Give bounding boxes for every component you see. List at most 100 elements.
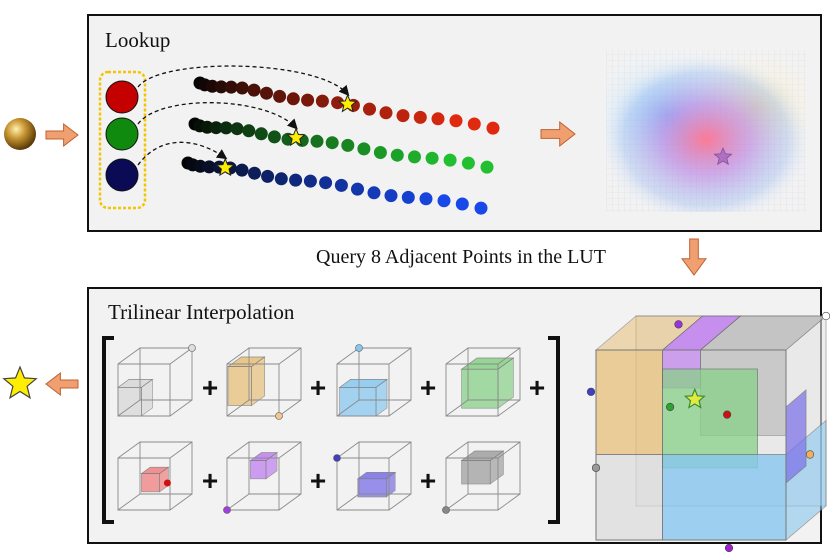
plus-sign: + (420, 372, 436, 403)
corner-dot (722, 410, 732, 419)
violet-side (785, 389, 807, 484)
lut-dot (267, 130, 281, 144)
cube-darkgray-corner (442, 441, 521, 514)
cube-edge (497, 493, 521, 511)
cube-edge (226, 347, 250, 365)
plus-sign: + (420, 465, 436, 496)
corner-dot (805, 450, 815, 459)
lut-dot (319, 176, 333, 190)
lut-dot (230, 122, 244, 136)
lut-dot (431, 112, 445, 126)
cube-purple-corner (223, 441, 302, 514)
cube-edge (497, 399, 521, 417)
lut-dot (357, 142, 371, 156)
lut-dot (443, 153, 457, 167)
cube-edge (278, 347, 302, 365)
cube-edge (336, 441, 360, 459)
blue-front (662, 454, 787, 541)
corner-dot (223, 506, 231, 514)
lut-cloud-core (606, 50, 806, 212)
lut-dot (467, 117, 481, 131)
sub-cube-front (461, 368, 499, 409)
lut-dot (455, 197, 469, 211)
combined-cube (586, 311, 830, 553)
lut-dot (289, 173, 303, 187)
lut-dot (413, 110, 427, 124)
lut-dot (419, 192, 433, 206)
lut-dot (351, 182, 364, 196)
cube-gray-corner (116, 344, 196, 417)
channel-selection-box (98, 70, 147, 210)
corner-dot (355, 344, 363, 352)
cube-edge (226, 441, 250, 459)
lut-dot (247, 83, 261, 97)
query-caption: Query 8 Adjacent Points in the LUT (316, 246, 606, 268)
lut-dot (301, 93, 315, 107)
cube-edge (497, 347, 521, 365)
interpolation-title: Trilinear Interpolation (108, 300, 295, 324)
arrow-right-icon (45, 122, 79, 148)
corner-dot (275, 412, 283, 420)
cube-edge (445, 441, 469, 459)
cube-edge (117, 441, 141, 459)
plus-sign: + (202, 465, 218, 496)
lut-dot (325, 136, 339, 150)
cube-edge (117, 399, 141, 417)
cube-edge (336, 347, 360, 365)
sub-cube-front (227, 366, 252, 406)
lut-dot (480, 160, 494, 174)
lut-cloud-icon (606, 50, 806, 212)
cube-red-corner (117, 441, 193, 511)
corner-dot (665, 402, 675, 412)
star-icon (713, 146, 733, 166)
star-icon (337, 93, 358, 113)
cube-edge (278, 441, 302, 459)
lut-dot (373, 146, 387, 159)
sub-cube-front (250, 460, 267, 480)
lut-dot (214, 80, 228, 94)
lut-dot (202, 160, 216, 174)
lookup-arrow (137, 102, 298, 130)
lut-dot (209, 121, 223, 135)
lut-dot (242, 124, 256, 138)
lut-dot (274, 172, 288, 186)
cube-orange-corner (226, 347, 302, 420)
plus-sign: + (529, 372, 545, 403)
corner-dot (163, 479, 171, 487)
star-icon (683, 387, 706, 409)
corner-dot (674, 320, 683, 329)
lut-dot (474, 201, 488, 215)
cube-edge (445, 399, 469, 417)
plus-sign: + (310, 372, 326, 403)
lut-dot (334, 178, 348, 192)
lut-dot (286, 92, 300, 106)
arrow-left-icon (45, 371, 79, 397)
sub-cube-front (339, 387, 377, 417)
cube-edge (497, 441, 521, 459)
cube-edge (117, 347, 141, 365)
arrow-right-icon (540, 120, 576, 148)
corner-dot (586, 387, 596, 396)
corner-dot (724, 543, 734, 553)
corner-dot (188, 344, 196, 352)
right-bracket (548, 336, 560, 524)
cube-edge (388, 493, 412, 511)
cube-edge (388, 347, 412, 365)
lookup-arrow (137, 65, 350, 97)
cube-edge (117, 493, 141, 511)
lut-dot (390, 148, 404, 162)
lut-dot (310, 134, 324, 148)
cube-edge (169, 441, 193, 459)
sub-cube-front (141, 473, 160, 493)
lookup-title: Lookup (105, 28, 171, 52)
cube-edge (336, 493, 360, 511)
lut-dot (401, 190, 415, 204)
green-front (662, 368, 758, 469)
star-icon (2, 365, 38, 400)
lut-dot (341, 138, 355, 152)
cube-edge (278, 399, 302, 417)
lut-dot (449, 114, 463, 128)
lut-dot (235, 81, 249, 95)
lut-dot (260, 86, 273, 100)
lut-dot (396, 109, 410, 123)
